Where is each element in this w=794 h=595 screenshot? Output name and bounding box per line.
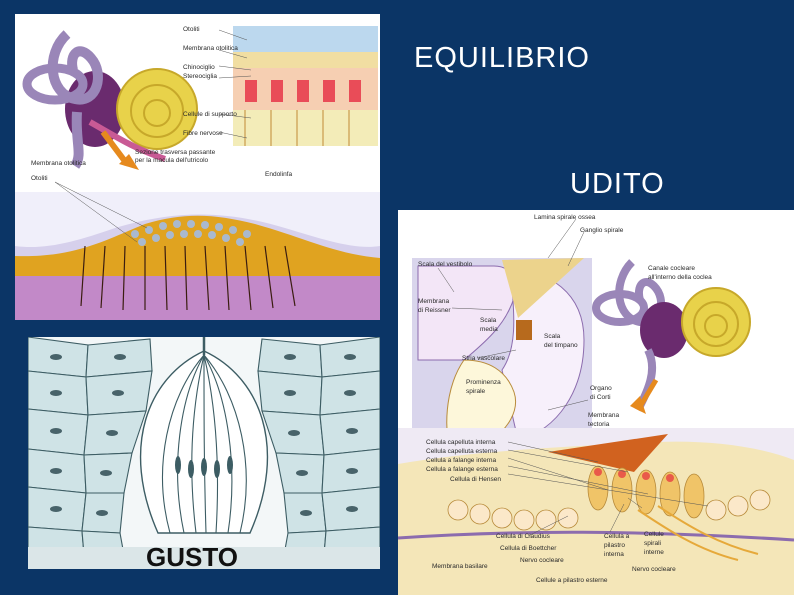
organ-of-corti [398, 428, 794, 595]
label-cellula-capelluta-interna: Cellula capelluta interna [426, 439, 496, 446]
label-cellula-a: Cellula a [604, 533, 630, 540]
label-otoliti-2: Otoliti [31, 175, 48, 182]
label-organo: Organo [590, 385, 612, 392]
label-membrana-basilare: Membrana basilare [432, 563, 488, 570]
label-cellule: Cellule [644, 531, 664, 538]
label-otoliti: Otoliti [183, 26, 200, 33]
label-interna: interna [604, 551, 624, 558]
gusto-illustration [28, 337, 380, 569]
label-stereociglia: Stereociglia [183, 73, 217, 80]
label-canale-cocleare: Canale cocleare [648, 265, 695, 272]
label-cellula-claudius: Cellula di Claudius [496, 533, 551, 540]
label-sezione-trasversa: Sezione trasversa passante [135, 149, 216, 156]
cochlear-cross-section [412, 258, 592, 450]
udito-illustration: Lamina spirale ossea Ganglio spirale Sca… [398, 210, 794, 595]
label-scala-media: Scala [480, 317, 497, 324]
label-scala-timpano: Scala [544, 333, 561, 340]
epithelium-closeup: Otoliti Membrana otolitica Chinociglio S… [183, 26, 378, 146]
taste-bud-cells [139, 337, 269, 534]
label-sezione-macula: per la macula dell'utricolo [135, 157, 209, 164]
label-tectoria: tectoria [588, 421, 610, 428]
label-di-reissner: di Reissner [418, 307, 451, 314]
label-gusto: GUSTO [146, 542, 238, 572]
label-membrana-otolitica-2: Membrana otolitica [31, 160, 86, 167]
label-del-timpano: del timpano [544, 342, 578, 349]
label-cellula-boettcher: Cellula di Boettcher [500, 545, 557, 552]
taste-bud-figure [28, 337, 380, 569]
cochlea-figure: Lamina spirale ossea Ganglio spirale Sca… [398, 214, 794, 595]
label-nervo-cocleare: Nervo cocleare [520, 557, 564, 564]
equilibrio-illustration: Otoliti Membrana otolitica Chinociglio S… [15, 14, 380, 320]
label-di-corti: di Corti [590, 394, 611, 401]
label-ganglio-spirale: Ganglio spirale [580, 227, 624, 234]
label-interno-coclea: all'interno della coclea [648, 274, 712, 281]
label-chinociglio: Chinociglio [183, 64, 215, 71]
title-udito: UDITO [570, 168, 665, 200]
inner-ear-drawing [592, 259, 751, 414]
label-cellule-supporto: Cellule di supporto [183, 111, 237, 118]
label-endolinfa: Endolinfa [265, 171, 292, 178]
macula-section [15, 181, 380, 320]
label-prominenza: Prominenza [466, 379, 501, 386]
label-membrana-tectoria: Membrana [588, 412, 619, 419]
label-membrana-otolitica: Membrana otolitica [183, 45, 238, 52]
label-stria-vascolare: Stria vascolare [462, 355, 505, 362]
label-scala-media-2: media [480, 326, 498, 333]
title-equilibrio: EQUILIBRIO [414, 42, 590, 74]
label-cellula-capelluta-esterna: Cellula capelluta esterna [426, 448, 498, 455]
label-interne: interne [644, 549, 664, 556]
label-membrana-reissner: Membrana [418, 298, 449, 305]
label-pilastro: pilastro [604, 542, 625, 549]
label-nervo-cocleare-2: Nervo cocleare [632, 566, 676, 573]
label-cellula-falange-esterna: Cellula a falange esterna [426, 466, 498, 473]
label-cellule-pilastro-esterne: Cellule a pilastro esterne [536, 577, 608, 584]
equilibrio-figure: Otoliti Membrana otolitica Chinociglio S… [15, 26, 380, 320]
label-lamina-spirale-ossea: Lamina spirale ossea [534, 214, 596, 221]
label-cellula-hensen: Cellula di Hensen [450, 476, 501, 483]
label-cellula-falange-interna: Cellula a falange interna [426, 457, 496, 464]
label-spirali: spirali [644, 540, 661, 547]
label-fibre-nervose: Fibre nervose [183, 130, 223, 137]
label-scala-vestibolo: Scala del vestibolo [418, 261, 473, 268]
inner-ear-drawing [22, 30, 198, 170]
label-spirale: spirale [466, 388, 486, 395]
